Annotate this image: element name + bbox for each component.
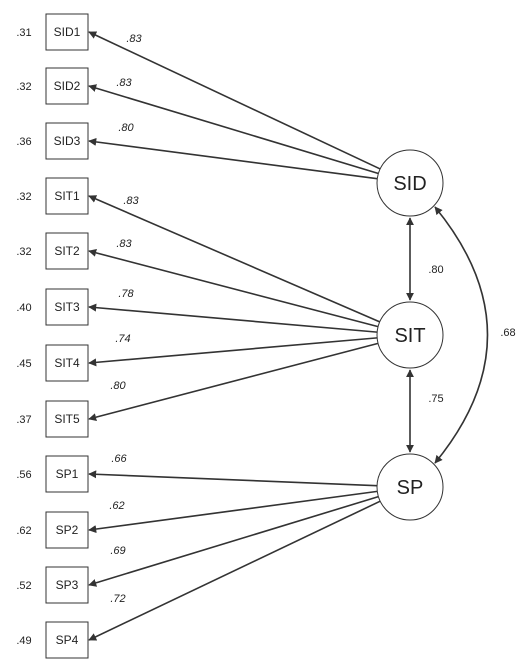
- indicator-label: SP3: [56, 578, 79, 592]
- loading-arrow-sid2: [88, 84, 379, 175]
- loading-arrow-sit1: [88, 195, 381, 323]
- indicator-sp1: SP1: [45, 455, 89, 493]
- loading-value: .62: [109, 500, 124, 512]
- indicator-label: SIT1: [54, 189, 80, 203]
- error-variance: .49: [16, 635, 31, 647]
- indicator-sit4: SIT4: [45, 344, 89, 382]
- loading-value: .66: [111, 453, 127, 465]
- loading-value: .80: [118, 122, 134, 134]
- latent-label: SID: [393, 173, 426, 195]
- indicator-box: [45, 67, 89, 105]
- indicator-label: SID2: [54, 79, 81, 93]
- indicator-sp3: SP3: [45, 566, 89, 604]
- indicator-label: SP1: [56, 467, 79, 481]
- error-variance: .32: [16, 246, 31, 258]
- latent-label: SP: [397, 477, 424, 499]
- loading-value: .78: [118, 288, 134, 300]
- error-variance: .62: [16, 525, 31, 537]
- latent-label: SIT: [394, 325, 425, 347]
- error-variance: .40: [16, 302, 31, 314]
- indicator-box: [45, 511, 89, 549]
- indicator-label: SID1: [54, 25, 81, 39]
- loading-value: .83: [116, 238, 132, 250]
- indicator-boxes: SID1SID2SID3SIT1SIT2SIT3SIT4SIT5SP1SP2SP…: [45, 13, 89, 659]
- indicator-box: [45, 400, 89, 438]
- indicator-box: [45, 13, 89, 51]
- indicator-sid2: SID2: [45, 67, 89, 105]
- error-variance: .36: [16, 136, 31, 148]
- indicator-box: [45, 232, 89, 270]
- loading-arrow-sp3: [88, 495, 379, 587]
- latent-circle: [376, 453, 444, 521]
- indicator-label: SID3: [54, 134, 81, 148]
- indicator-sit2: SIT2: [45, 232, 89, 270]
- loading-arrow-sp1: [88, 470, 378, 487]
- indicator-sp2: SP2: [45, 511, 89, 549]
- latent-sp: SP: [376, 453, 444, 521]
- indicator-box: [45, 288, 89, 326]
- loading-arrow-sp2: [88, 490, 378, 534]
- indicator-sid3: SID3: [45, 122, 89, 160]
- indicator-label: SIT2: [54, 244, 80, 258]
- latent-sit: SIT: [376, 301, 444, 369]
- latent-circle: [376, 301, 444, 369]
- error-variance: .37: [16, 414, 31, 426]
- latent-circle: [376, 149, 444, 217]
- correlation-arrows: [406, 206, 489, 464]
- loading-value: .83: [123, 195, 139, 207]
- indicator-sit1: SIT1: [45, 177, 89, 215]
- loading-arrow-sit4: [88, 337, 378, 367]
- error-variance: .52: [16, 580, 31, 592]
- loading-arrow-sit2: [88, 248, 379, 328]
- indicator-sp4: SP4: [45, 621, 89, 659]
- labels: .31 .83 .32 .83 .36 .80 .32 .83 .32 .83 .40 .78 .45.…: [16, 27, 515, 647]
- loading-arrow-sp4: [88, 500, 381, 641]
- indicator-label: SIT3: [54, 300, 80, 314]
- indicator-label: SIT4: [54, 356, 80, 370]
- error-variance: .32: [16, 81, 31, 93]
- correlation-value-sit-sp: .75: [428, 393, 443, 405]
- indicator-box: [45, 455, 89, 493]
- indicator-box: [45, 177, 89, 215]
- correlation-value-sid-sp: .68: [500, 327, 515, 339]
- loading-value: .83: [126, 33, 142, 45]
- indicator-label: SIT5: [54, 412, 80, 426]
- indicator-sit3: SIT3: [45, 288, 89, 326]
- error-variance: .56: [16, 469, 31, 481]
- indicator-box: [45, 566, 89, 604]
- indicator-label: SP2: [56, 523, 79, 537]
- loading-value: .74: [115, 333, 130, 345]
- latent-sid: SID: [376, 149, 444, 217]
- error-variance: .31: [16, 27, 31, 39]
- loading-value: .80: [110, 380, 126, 392]
- loading-value: .83: [116, 77, 132, 89]
- indicator-sit5: SIT5: [45, 400, 89, 438]
- error-variance: .32: [16, 191, 31, 203]
- correlation-value-sid-sit: .80: [428, 264, 443, 276]
- correlation-arrow-sid-sp: [434, 206, 489, 464]
- latent-circles: SID SIT SP: [376, 149, 444, 521]
- loading-arrow-sit5: [88, 342, 379, 422]
- indicator-box: [45, 621, 89, 659]
- loading-arrow-sit3: [88, 303, 378, 333]
- loading-value: .72: [110, 593, 125, 605]
- loading-arrow-sid1: [88, 31, 381, 170]
- loading-arrow-sid3: [88, 137, 378, 180]
- loading-arrows: [88, 31, 381, 641]
- indicator-box: [45, 344, 89, 382]
- loading-value: .69: [110, 545, 125, 557]
- error-variance: .45: [16, 358, 31, 370]
- indicator-sid1: SID1: [45, 13, 89, 51]
- indicator-box: [45, 122, 89, 160]
- indicator-label: SP4: [56, 633, 79, 647]
